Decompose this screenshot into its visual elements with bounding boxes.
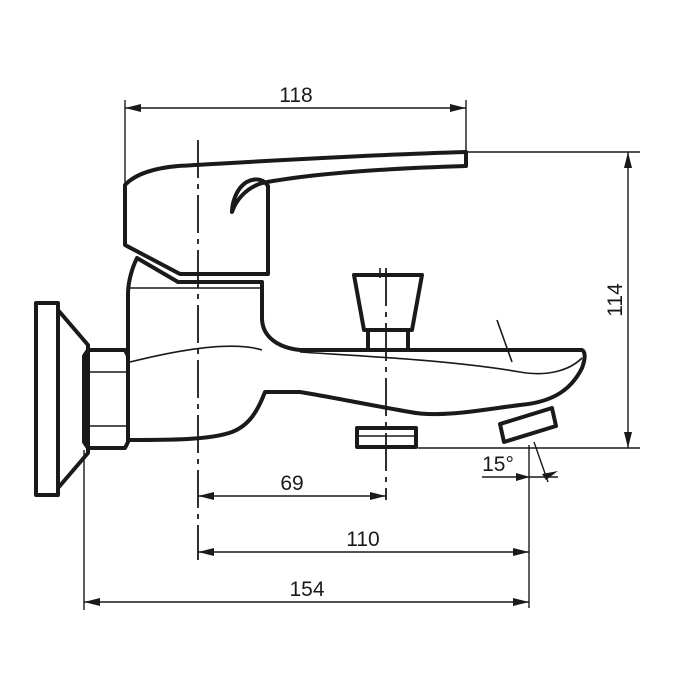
dim-110: 110: [198, 445, 530, 608]
dim-154-label: 154: [289, 578, 324, 601]
angle-15-label: 15°: [482, 453, 514, 476]
dim-154: 154: [83, 450, 529, 610]
dim-69-label: 69: [280, 472, 303, 495]
dim-114-label: 114: [604, 283, 627, 317]
diverter-knob: [352, 268, 424, 352]
dim-118-label: 118: [279, 84, 312, 107]
dim-118: 118: [124, 84, 467, 185]
lever-handle: [123, 150, 468, 276]
dim-110-label: 110: [346, 528, 379, 551]
hex-nut: [82, 348, 130, 450]
wall-flange: [34, 301, 90, 497]
dim-69: 69: [198, 472, 386, 500]
angle-15: 15°: [482, 441, 558, 483]
spout-aerator: [498, 406, 558, 444]
mixer-body: [126, 256, 587, 442]
dim-114: 114: [418, 151, 640, 449]
center-lines: [197, 140, 513, 560]
